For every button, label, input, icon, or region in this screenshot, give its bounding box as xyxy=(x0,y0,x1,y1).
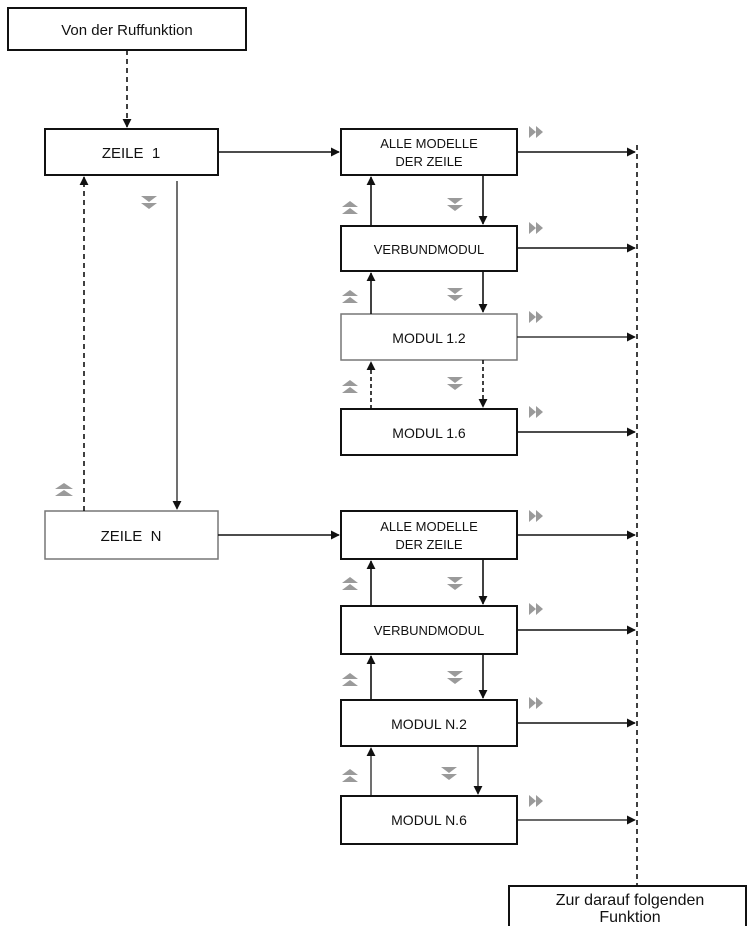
row1-label: ZEILE 1 xyxy=(102,145,160,162)
rowN-module-n6-label: MODUL N.6 xyxy=(391,812,467,828)
row1-module-all-line1: ALLE MODELLE xyxy=(380,136,478,151)
rowN-module-n6: MODUL N.6 xyxy=(340,795,518,845)
row1-module-16-label: MODUL 1.6 xyxy=(392,425,466,441)
rowN-module-all: ALLE MODELLE DER ZEILE xyxy=(340,510,518,560)
rowN-module-n2-label: MODUL N.2 xyxy=(391,716,467,732)
right-arrow-icon xyxy=(529,795,543,807)
rowN-module-n2: MODUL N.2 xyxy=(340,699,518,747)
up-arrow-icon xyxy=(342,380,358,393)
row1-module-12-label: MODUL 1.2 xyxy=(392,330,466,346)
end-box: Zur darauf folgenden Funktion xyxy=(508,885,747,926)
up-arrow-icon xyxy=(342,673,358,686)
rowN-module-all-line2: DER ZEILE xyxy=(395,537,463,552)
down-arrow-icon xyxy=(447,377,463,390)
up-arrow-icon xyxy=(55,483,73,496)
rowN-module-verbund: VERBUNDMODUL xyxy=(340,605,518,655)
right-arrow-icon xyxy=(529,406,543,418)
connectors xyxy=(79,50,638,886)
right-arrow-icon xyxy=(529,311,543,323)
right-arrow-icon xyxy=(529,697,543,709)
down-arrow-icons xyxy=(141,196,463,780)
down-arrow-icon xyxy=(447,671,463,684)
right-arrow-icon xyxy=(529,126,543,138)
down-arrow-icon xyxy=(447,198,463,211)
row1-module-verbund: VERBUNDMODUL xyxy=(340,225,518,272)
up-arrow-icon xyxy=(342,769,358,782)
down-arrow-icon xyxy=(447,288,463,301)
down-arrow-icon xyxy=(441,767,457,780)
right-arrow-icon xyxy=(529,603,543,615)
up-arrow-icons xyxy=(55,201,358,782)
up-arrow-icon xyxy=(342,290,358,303)
down-arrow-icon xyxy=(141,196,157,209)
row1-module-16: MODUL 1.6 xyxy=(340,408,518,456)
down-arrow-icon xyxy=(447,577,463,590)
right-arrow-icon xyxy=(529,510,543,522)
row1-module-all-line2: DER ZEILE xyxy=(395,154,463,169)
right-arrow-icon xyxy=(529,222,543,234)
up-arrow-icon xyxy=(342,577,358,590)
rowN-label: ZEILE N xyxy=(101,528,162,545)
rowN-module-all-line1: ALLE MODELLE xyxy=(380,519,478,534)
start-box: Von der Ruffunktion xyxy=(7,7,247,51)
row1-box: ZEILE 1 xyxy=(44,128,219,176)
rowN-box: ZEILE N xyxy=(44,510,219,560)
row1-module-verbund-label: VERBUNDMODUL xyxy=(374,242,485,257)
end-box-line1: Zur darauf folgenden xyxy=(556,892,705,909)
row1-module-all: ALLE MODELLE DER ZEILE xyxy=(340,128,518,176)
row1-module-12: MODUL 1.2 xyxy=(340,313,518,361)
right-arrow-icons xyxy=(529,126,543,807)
end-box-line2: Funktion xyxy=(599,909,660,926)
rowN-module-verbund-label: VERBUNDMODUL xyxy=(374,623,485,638)
start-box-label: Von der Ruffunktion xyxy=(61,22,192,39)
up-arrow-icon xyxy=(342,201,358,214)
